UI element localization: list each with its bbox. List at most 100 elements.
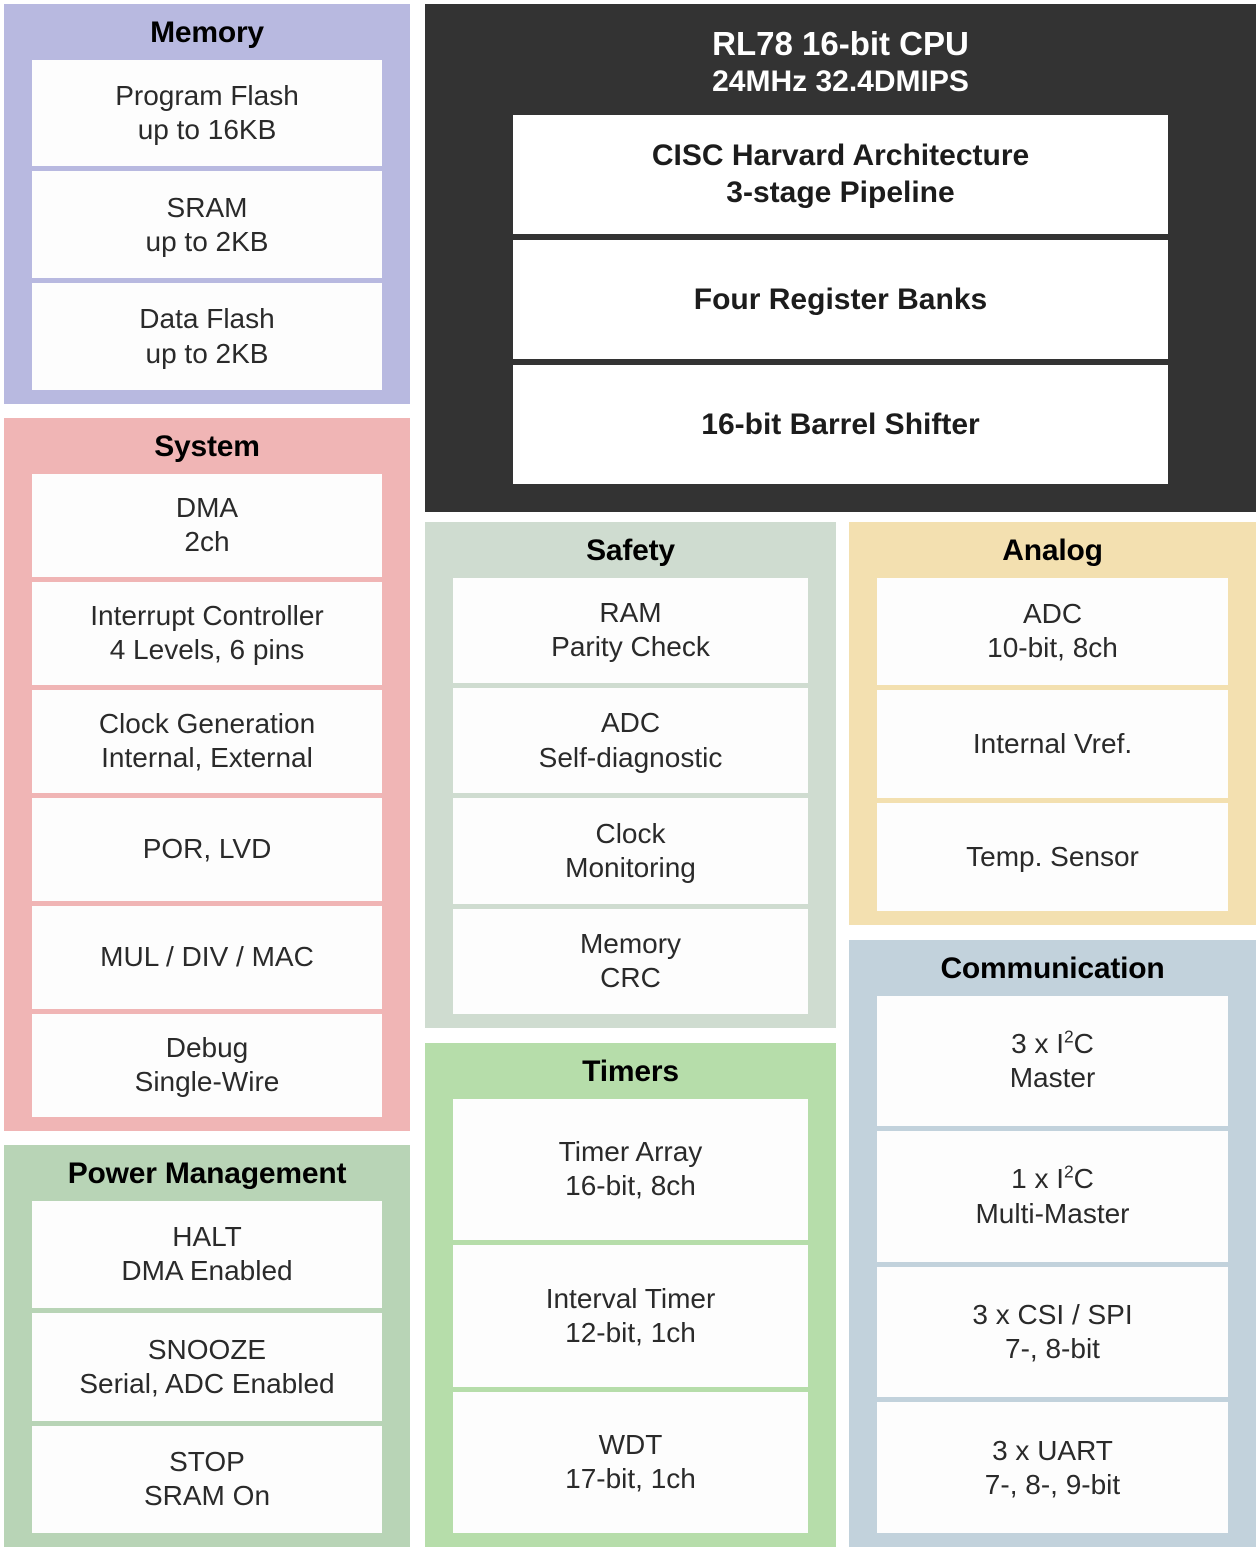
block-mul-div-mac[interactable]: MUL / DIV / MAC xyxy=(32,905,382,1009)
block-clock-generation[interactable]: Clock Generation Internal, External xyxy=(32,689,382,793)
block-csi-spi[interactable]: 3 x CSI / SPI 7-, 8-bit xyxy=(877,1266,1228,1398)
block-line1: 3 x I2C xyxy=(1011,1027,1094,1061)
block-line1: 3 x CSI / SPI xyxy=(972,1298,1133,1330)
block-line1: Program Flash xyxy=(115,79,299,111)
block-line1: 3 x UART xyxy=(992,1434,1113,1466)
block-line1: 1 x I2C xyxy=(1011,1162,1094,1196)
block-line1: MUL / DIV / MAC xyxy=(100,941,314,973)
block-line1: ADC xyxy=(1022,598,1083,630)
block-line2: Internal, External xyxy=(101,742,313,774)
block-line1: Four Register Banks xyxy=(693,282,988,316)
block-line2: up to 16KB xyxy=(137,113,277,145)
block-line2: DMA Enabled xyxy=(121,1255,293,1287)
block-line1: Clock xyxy=(595,817,666,849)
block-cisc-harvard-architecture[interactable]: CISC Harvard Architecture 3-stage Pipeli… xyxy=(513,114,1168,234)
i2c-prefix: 1 x I xyxy=(1011,1163,1065,1195)
block-line2: 3-stage Pipeline xyxy=(726,176,955,210)
block-adc[interactable]: ADC 10-bit, 8ch xyxy=(877,577,1228,686)
block-line1: Interval Timer xyxy=(545,1282,716,1314)
block-interrupt-controller[interactable]: Interrupt Controller 4 Levels, 6 pins xyxy=(32,581,382,685)
block-line1: HALT xyxy=(172,1221,242,1253)
i2c-superscript: 2 xyxy=(1064,1162,1074,1183)
block-line1: Temp. Sensor xyxy=(966,841,1139,872)
panel-items-system: DMA 2ch Interrupt Controller 4 Levels, 6… xyxy=(32,473,382,1117)
block-line1: WDT xyxy=(598,1429,663,1461)
block-barrel-shifter[interactable]: 16-bit Barrel Shifter xyxy=(513,364,1168,484)
block-adc-self-diagnostic[interactable]: ADC Self-diagnostic xyxy=(453,687,808,794)
block-stop[interactable]: STOP SRAM On xyxy=(32,1425,382,1533)
block-temp-sensor[interactable]: Temp. Sensor xyxy=(877,803,1228,911)
block-line1: Timer Array xyxy=(558,1136,703,1168)
panel-items-communication: 3 x I2C Master 1 x I2C Multi-Master 3 x … xyxy=(877,995,1228,1534)
block-debug[interactable]: Debug Single-Wire xyxy=(32,1013,382,1117)
block-i2c-multi-master[interactable]: 1 x I2C Multi-Master xyxy=(877,1131,1228,1262)
block-dma[interactable]: DMA 2ch xyxy=(32,473,382,577)
block-data-flash[interactable]: Data Flash up to 2KB xyxy=(32,283,382,390)
cpu-items: CISC Harvard Architecture 3-stage Pipeli… xyxy=(513,114,1168,484)
block-line1: Memory xyxy=(579,928,682,960)
panel-title-memory: Memory xyxy=(150,16,264,49)
block-four-register-banks[interactable]: Four Register Banks xyxy=(513,239,1168,359)
block-line2: Monitoring xyxy=(565,851,696,883)
panel-items-timers: Timer Array 16-bit, 8ch Interval Timer 1… xyxy=(453,1098,808,1533)
block-timer-array[interactable]: Timer Array 16-bit, 8ch xyxy=(453,1098,808,1241)
panel-analog[interactable]: Analog ADC 10-bit, 8ch Internal Vref. Te… xyxy=(849,522,1256,925)
panel-communication[interactable]: Communication 3 x I2C Master 1 x I2C Mul… xyxy=(849,940,1256,1547)
panel-items-memory: Program Flash up to 16KB SRAM up to 2KB … xyxy=(32,59,382,390)
block-line1: DMA xyxy=(175,491,239,523)
block-line1: Data Flash xyxy=(139,303,275,335)
block-line2: 2ch xyxy=(184,526,230,558)
block-memory-crc[interactable]: Memory CRC xyxy=(453,908,808,1015)
block-program-flash[interactable]: Program Flash up to 16KB xyxy=(32,59,382,167)
block-line2: Multi-Master xyxy=(975,1197,1130,1229)
panel-timers[interactable]: Timers Timer Array 16-bit, 8ch Interval … xyxy=(425,1043,836,1547)
panel-safety[interactable]: Safety RAM Parity Check ADC Self-diagnos… xyxy=(425,522,836,1028)
block-line2: CRC xyxy=(600,962,661,994)
block-wdt[interactable]: WDT 17-bit, 1ch xyxy=(453,1391,808,1533)
block-sram[interactable]: SRAM up to 2KB xyxy=(32,171,382,279)
panel-memory[interactable]: Memory Program Flash up to 16KB SRAM up … xyxy=(4,4,410,404)
block-line2: Single-Wire xyxy=(134,1066,280,1098)
block-clock-monitoring[interactable]: Clock Monitoring xyxy=(453,798,808,904)
block-line1: Internal Vref. xyxy=(972,728,1133,760)
block-i2c-master[interactable]: 3 x I2C Master xyxy=(877,995,1228,1127)
panel-items-power-management: HALT DMA Enabled SNOOZE Serial, ADC Enab… xyxy=(32,1200,382,1533)
i2c-prefix: 3 x I xyxy=(1011,1027,1065,1059)
block-uart[interactable]: 3 x UART 7-, 8-, 9-bit xyxy=(877,1402,1228,1534)
cpu-title: RL78 16-bit CPU 24MHz 32.4DMIPS xyxy=(513,24,1168,115)
block-internal-vref[interactable]: Internal Vref. xyxy=(877,690,1228,799)
panel-title-timers: Timers xyxy=(582,1055,679,1088)
block-line1: STOP xyxy=(169,1446,245,1478)
block-snooze[interactable]: SNOOZE Serial, ADC Enabled xyxy=(32,1313,382,1421)
block-line2: 7-, 8-bit xyxy=(1005,1333,1100,1365)
block-line2: 7-, 8-, 9-bit xyxy=(984,1468,1121,1500)
block-line1: Clock Generation xyxy=(98,708,316,740)
block-line1: RAM xyxy=(599,597,662,629)
block-line1: POR, LVD xyxy=(142,833,272,865)
panel-title-system: System xyxy=(154,430,260,463)
block-interval-timer[interactable]: Interval Timer 12-bit, 1ch xyxy=(453,1245,808,1387)
block-line2: SRAM On xyxy=(143,1480,271,1512)
block-line1: 16-bit Barrel Shifter xyxy=(701,407,980,441)
block-por-lvd[interactable]: POR, LVD xyxy=(32,797,382,901)
block-line2: Parity Check xyxy=(551,631,710,663)
panel-power-management[interactable]: Power Management HALT DMA Enabled SNOOZE… xyxy=(4,1145,410,1547)
block-line1: SNOOZE xyxy=(147,1333,267,1365)
block-line1: SRAM xyxy=(166,191,248,223)
panel-cpu[interactable]: RL78 16-bit CPU 24MHz 32.4DMIPS CISC Har… xyxy=(425,4,1256,512)
block-line1: ADC xyxy=(600,707,661,739)
panel-title-analog: Analog xyxy=(1002,534,1103,567)
cpu-title-subtitle: 24MHz 32.4DMIPS xyxy=(712,65,969,99)
panel-items-safety: RAM Parity Check ADC Self-diagnostic Clo… xyxy=(453,577,808,1015)
block-halt[interactable]: HALT DMA Enabled xyxy=(32,1200,382,1309)
block-line2: Self-diagnostic xyxy=(538,741,723,773)
panel-system[interactable]: System DMA 2ch Interrupt Controller 4 Le… xyxy=(4,418,410,1131)
panel-title-safety: Safety xyxy=(586,534,675,567)
panel-items-analog: ADC 10-bit, 8ch Internal Vref. Temp. Sen… xyxy=(877,577,1228,911)
block-line2: up to 2KB xyxy=(145,225,269,257)
block-ram-parity-check[interactable]: RAM Parity Check xyxy=(453,577,808,683)
block-line2: 12-bit, 1ch xyxy=(565,1316,696,1348)
block-line2: 10-bit, 8ch xyxy=(987,632,1118,664)
block-line2: 16-bit, 8ch xyxy=(565,1170,696,1202)
block-line2: Master xyxy=(1009,1061,1096,1093)
